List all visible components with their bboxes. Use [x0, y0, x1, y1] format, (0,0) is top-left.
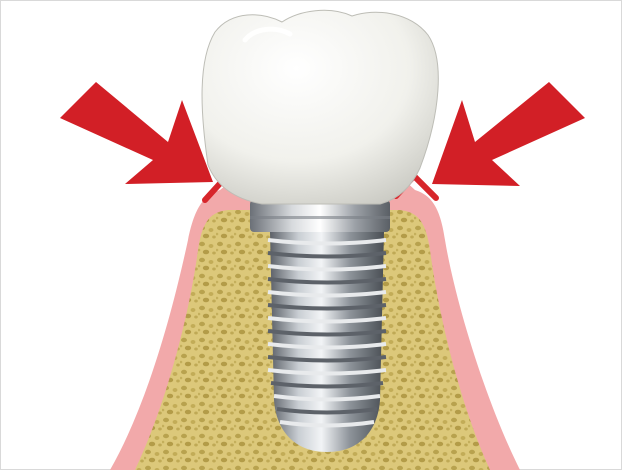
screw-threads	[268, 240, 386, 426]
implant-screw	[268, 232, 386, 452]
dental-crown	[202, 10, 438, 204]
left-arrow	[60, 82, 213, 184]
right-arrow	[432, 82, 585, 186]
implant-abutment	[250, 200, 390, 232]
